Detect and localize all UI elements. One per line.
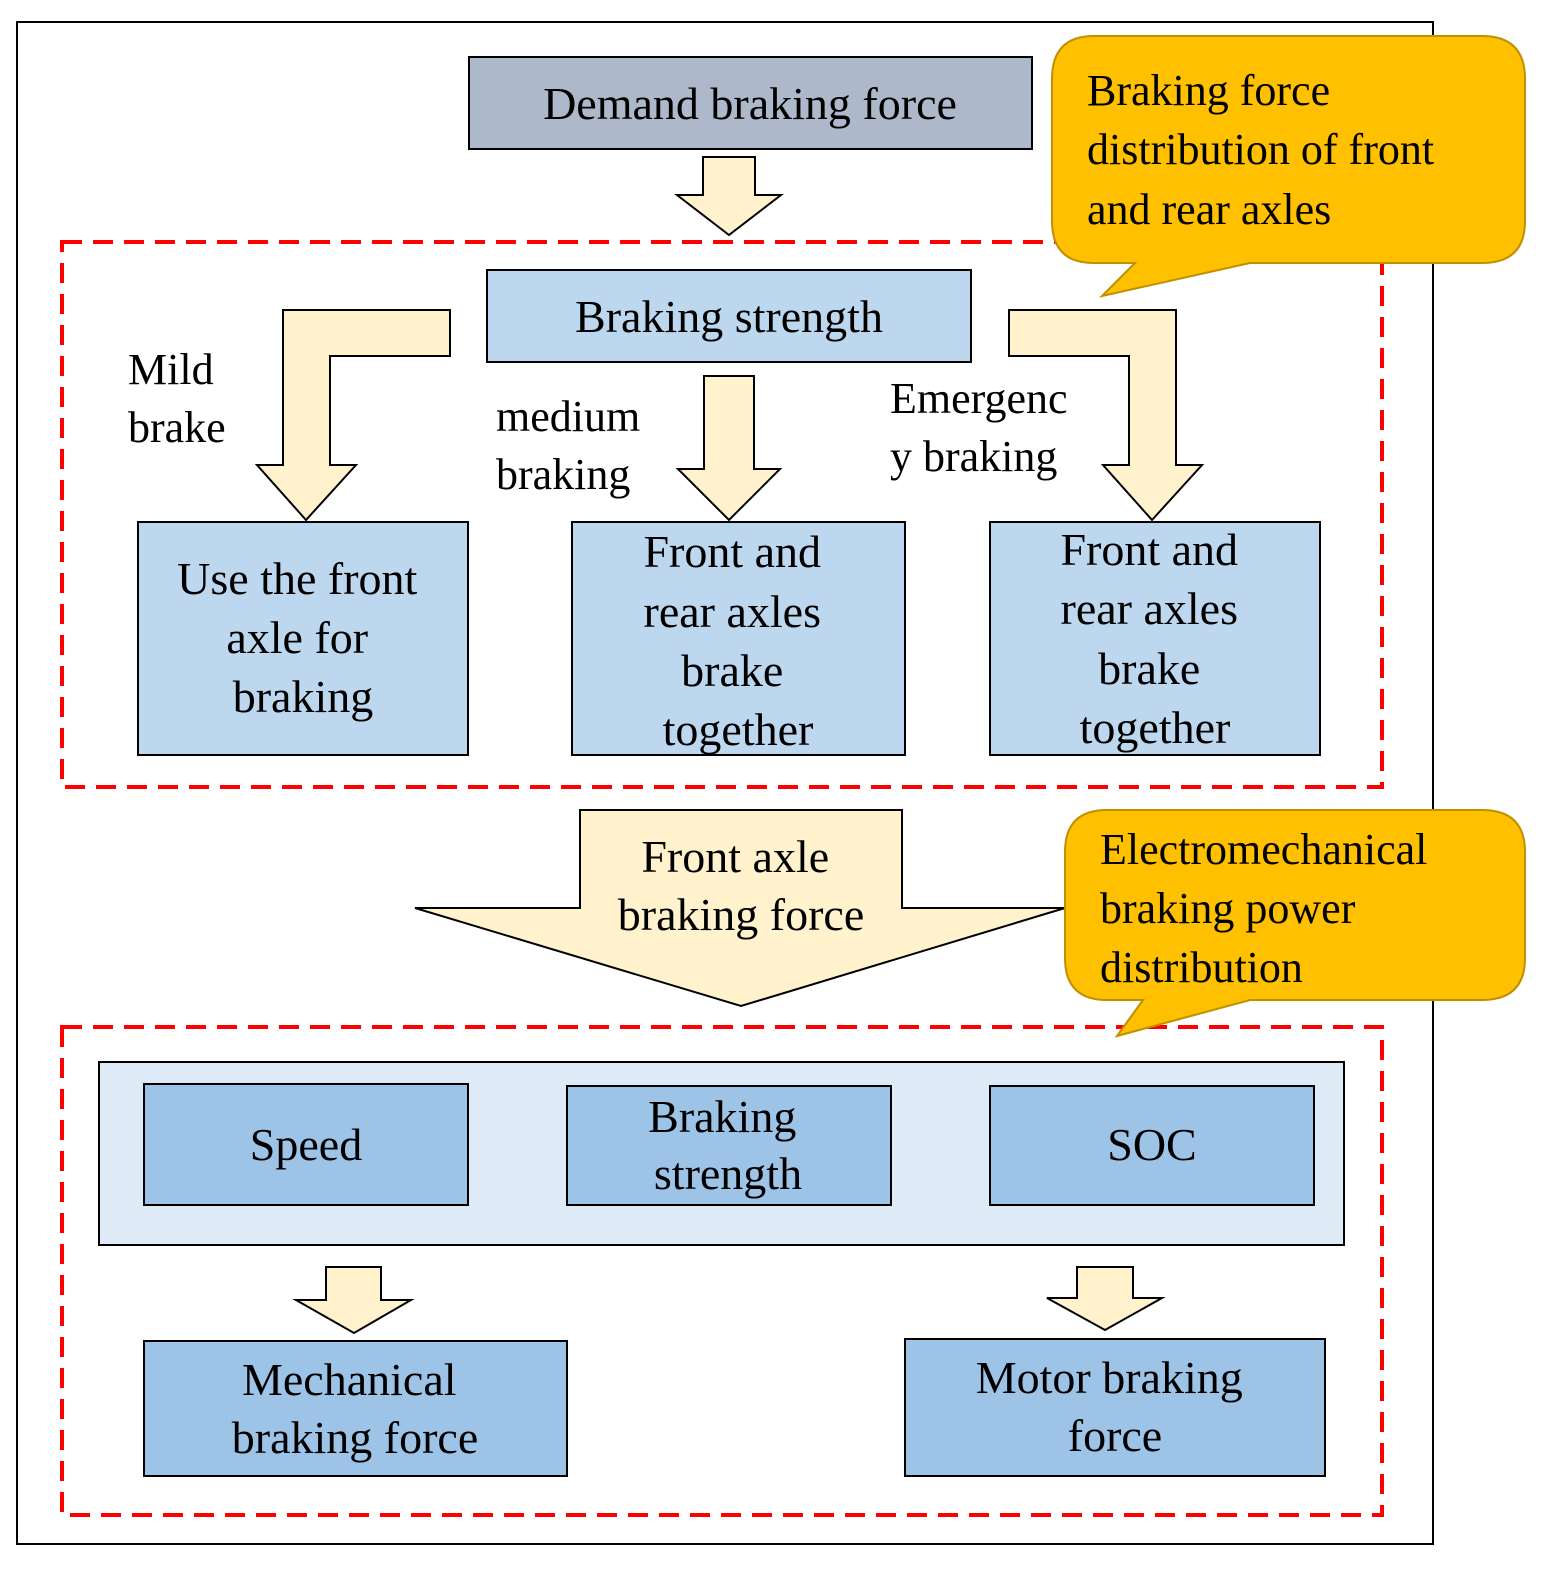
braking-strength-label: Braking strength <box>575 291 883 342</box>
callout-electromechanical <box>1064 809 1526 1038</box>
output-box-mechanical <box>143 1340 568 1477</box>
arrow-emergency-braking <box>1008 309 1205 522</box>
output-box-motor <box>904 1338 1326 1477</box>
callout-axle-distribution <box>1051 35 1526 298</box>
demand-braking-force-box <box>468 56 1033 150</box>
result-box-mild <box>137 521 469 756</box>
arrow-to-motor <box>1046 1266 1166 1332</box>
callout-axle-distribution-text: Braking force distribution of front and … <box>1087 66 1445 234</box>
mode-label-medium: medium braking <box>496 392 651 499</box>
input-box-soc <box>989 1085 1315 1206</box>
result-box-emergency <box>989 521 1321 756</box>
demand-braking-force-label: Demand braking force <box>543 78 957 129</box>
arrow-medium-braking <box>675 375 783 522</box>
axle-distribution-group <box>60 240 1384 789</box>
result-text-medium: Front and rear axles brake together <box>643 526 832 755</box>
output-text-motor: Motor braking force <box>976 1352 1255 1461</box>
input-box-braking-strength <box>566 1085 892 1206</box>
arrow-demand-to-strength <box>674 156 784 237</box>
input-box-speed <box>143 1083 469 1206</box>
mode-label-emergency: Emergenc y braking <box>890 374 1079 481</box>
front-axle-braking-force-arrow <box>414 809 1066 1008</box>
input-text-braking-strength: Braking strength <box>648 1091 808 1199</box>
result-text-emergency: Front and rear axles brake together <box>1060 524 1249 753</box>
arrow-mild-brake <box>254 309 451 522</box>
result-text-mild: Use the front axle for braking <box>177 553 429 722</box>
arrow-to-mechanical <box>292 1266 415 1335</box>
electromechanical-group <box>60 1025 1384 1517</box>
callout-electromechanical-text: Electromechanical braking power distribu… <box>1100 825 1438 992</box>
front-axle-braking-force-text: Front axle braking force <box>618 831 865 940</box>
result-box-medium <box>571 521 906 756</box>
braking-strength-box <box>486 269 972 363</box>
input-text-speed: Speed <box>250 1119 362 1170</box>
mode-label-mild: Mild brake <box>128 345 226 452</box>
output-text-mechanical: Mechanical braking force <box>232 1354 479 1463</box>
input-text-soc: SOC <box>1107 1119 1196 1170</box>
